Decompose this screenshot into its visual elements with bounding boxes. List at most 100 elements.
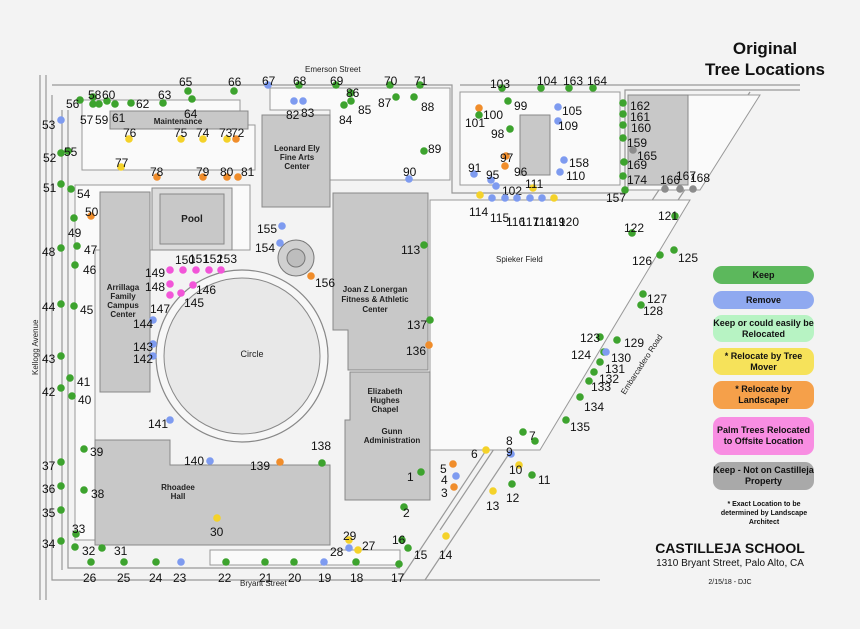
legend-keep: Keep (713, 266, 814, 284)
tree-marker (513, 194, 521, 202)
tree-127: 127 (639, 290, 667, 306)
tree-number-label: 125 (678, 251, 698, 265)
tree-number-label: 158 (569, 156, 589, 170)
lonergan-label-3: Center (362, 305, 387, 314)
tree-number-label: 48 (42, 245, 56, 259)
tree-number-label: 167 (676, 169, 696, 183)
rhoadee-label-1: Rhoadee (161, 483, 195, 492)
tree-number-label: 83 (301, 106, 315, 120)
tree-number-label: 35 (42, 506, 56, 520)
tree-160: 160 (619, 121, 651, 135)
tree-number-label: 116 (506, 215, 525, 229)
tree-number-label: 88 (421, 100, 435, 114)
tree-2: 2 (400, 503, 410, 520)
tree-96: 96 (501, 162, 528, 179)
tree-139: 139 (250, 458, 284, 473)
rhoadee-label-2: Hall (171, 492, 186, 501)
tree-marker (602, 348, 610, 356)
leonard-ely-building (261, 114, 331, 208)
tree-110: 110 (556, 168, 585, 183)
tree-39: 39 (80, 445, 104, 459)
tree-number-label: 135 (570, 420, 590, 434)
tree-marker (95, 100, 103, 108)
tree-marker (184, 87, 192, 95)
tree-marker (276, 458, 284, 466)
tree-73: 73 (219, 126, 233, 143)
tree-marker (452, 472, 460, 480)
legend-landscaper: * Relocate by Landscaper (713, 381, 814, 409)
tree-95: 95 (486, 168, 500, 184)
tree-number-label: 120 (559, 215, 579, 229)
tree-number-label: 130 (611, 351, 631, 365)
tree-number-label: 9 (506, 445, 513, 459)
tree-number-label: 23 (173, 571, 187, 585)
tree-number-label: 14 (439, 548, 453, 562)
pool-label: Pool (181, 214, 203, 225)
tree-marker (554, 103, 562, 111)
tree-number-label: 104 (537, 74, 557, 88)
tree-marker (410, 93, 418, 101)
tree-129: 129 (613, 336, 644, 350)
tree-marker (87, 558, 95, 566)
tree-number-label: 63 (158, 88, 172, 102)
chapel-label-3: Chapel (372, 405, 399, 414)
tree-marker (73, 242, 81, 250)
tree-70: 70 (384, 74, 398, 89)
tree-40: 40 (68, 392, 92, 407)
tree-35: 35 (42, 506, 65, 520)
tree-marker (565, 84, 573, 92)
tree-number-label: 136 (406, 344, 426, 358)
tree-number-label: 122 (624, 221, 644, 235)
tree-162: 162 (619, 99, 650, 113)
tree-9: 9 (506, 445, 515, 459)
tree-number-label: 51 (43, 181, 57, 195)
tree-marker (264, 81, 272, 89)
tree-number-label: 160 (631, 121, 651, 135)
tree-number-label: 134 (584, 400, 604, 414)
tree-60: 60 (102, 88, 116, 105)
tree-marker (98, 544, 106, 552)
tree-52: 52 (43, 149, 65, 165)
tree-number-label: 113 (401, 243, 420, 257)
tree-62: 62 (127, 97, 150, 111)
tree-marker (217, 266, 225, 274)
chapel-label-1: Elizabeth (367, 387, 402, 396)
lonergan-label-2: Fitness & Athletic (341, 295, 409, 304)
tree-121: 121 (658, 209, 679, 223)
tree-number-label: 118 (533, 215, 552, 229)
tree-number-label: 61 (112, 111, 126, 125)
tree-marker (230, 87, 238, 95)
tree-57: 57 (80, 100, 97, 127)
tree-30: 30 (210, 514, 224, 539)
tree-140: 140 (184, 454, 214, 468)
maintenance-label: Maintenance (154, 117, 203, 126)
tree-number-label: 24 (149, 571, 163, 585)
tree-marker (67, 185, 75, 193)
chapel-building (344, 371, 431, 501)
tree-number-label: 119 (546, 215, 565, 229)
tree-number-label: 71 (414, 74, 428, 88)
tree-10: 10 (509, 461, 523, 477)
tree-marker (345, 536, 353, 544)
tree-number-label: 54 (77, 187, 91, 201)
tree-number-label: 86 (346, 86, 360, 100)
tree-marker (318, 459, 326, 467)
tree-number-label: 39 (90, 445, 104, 459)
tree-number-label: 165 (637, 149, 657, 163)
tree-number-label: 72 (231, 126, 245, 140)
lonergan-label-1: Joan Z Lonergan (343, 285, 408, 294)
tree-104: 104 (537, 74, 557, 92)
tree-167: 167 (676, 169, 696, 193)
tree-marker (76, 96, 84, 104)
tree-marker (103, 97, 111, 105)
tree-155: 155 (257, 222, 286, 236)
tree-83: 83 (299, 97, 315, 120)
tree-116: 116 (501, 194, 525, 229)
legend-tree-mover: * Relocate by Tree Mover (713, 348, 814, 375)
tree-number-label: 84 (339, 113, 353, 127)
tree-marker (213, 514, 221, 522)
buildings (94, 94, 689, 546)
tree-number-label: 31 (114, 544, 128, 558)
tree-marker (125, 135, 133, 143)
